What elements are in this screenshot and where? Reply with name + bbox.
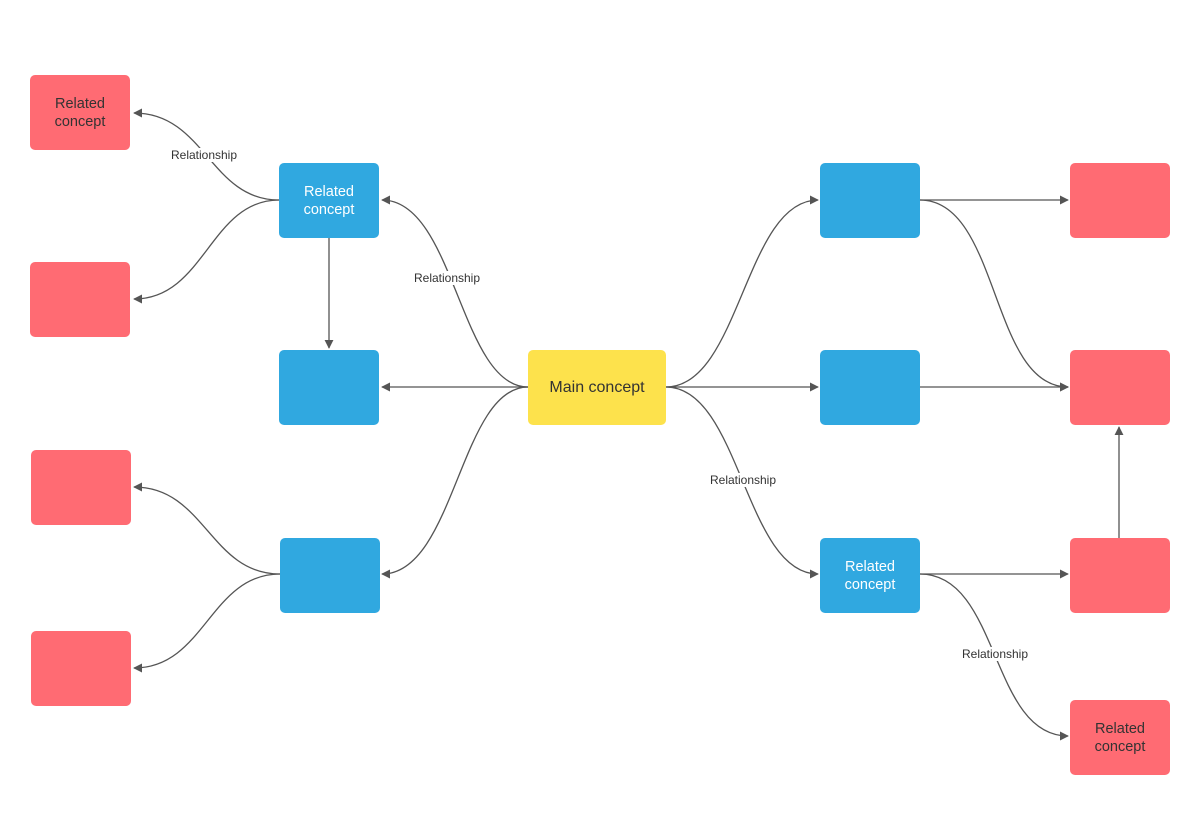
edge-main-to-blueTL[interactable] xyxy=(381,195,529,388)
concept-node-red-bottom-right[interactable]: Related concept xyxy=(1070,700,1170,775)
concept-node-label: Related concept xyxy=(1094,720,1146,755)
edge-blueTL-to-redML[interactable] xyxy=(133,199,280,304)
concept-node-label: Related concept xyxy=(844,558,896,593)
concept-node-red-bottom-left[interactable] xyxy=(31,631,131,706)
concept-node-blue-mid-left[interactable] xyxy=(279,350,379,425)
concept-node-red-mid-right[interactable] xyxy=(1070,350,1170,425)
edge-label-relationship: Relationship xyxy=(411,271,483,285)
concept-node-blue-bottom-right[interactable]: Related concept xyxy=(820,538,920,613)
concept-node-blue-top-left[interactable]: Related concept xyxy=(279,163,379,238)
concept-node-red-lower-right[interactable] xyxy=(1070,538,1170,613)
concept-node-label: Related concept xyxy=(54,95,106,130)
concept-node-blue-bottom-left[interactable] xyxy=(280,538,380,613)
concept-node-blue-top-right[interactable] xyxy=(820,163,920,238)
edge-label-relationship: Relationship xyxy=(959,647,1031,661)
edge-main-to-blueBL[interactable] xyxy=(381,386,529,579)
concept-node-label: Related concept xyxy=(303,183,355,218)
edge-label-relationship: Relationship xyxy=(707,473,779,487)
edge-blueBL-to-redLL[interactable] xyxy=(133,482,281,575)
concept-node-red-top-right[interactable] xyxy=(1070,163,1170,238)
concept-node-red-mid-left[interactable] xyxy=(30,262,130,337)
main-concept-label: Main concept xyxy=(549,378,645,396)
concept-node-blue-mid-right[interactable] xyxy=(820,350,920,425)
main-concept-node[interactable]: Main concept xyxy=(528,350,666,425)
edge-blueBL-to-redBL[interactable] xyxy=(133,573,281,673)
edge-blueTR-to-redMR[interactable] xyxy=(919,199,1069,392)
concept-node-red-lower-left[interactable] xyxy=(31,450,131,525)
concept-node-red-top-left[interactable]: Related concept xyxy=(30,75,130,150)
edge-label-relationship: Relationship xyxy=(168,148,240,162)
edge-main-to-blueTR[interactable] xyxy=(665,195,819,388)
